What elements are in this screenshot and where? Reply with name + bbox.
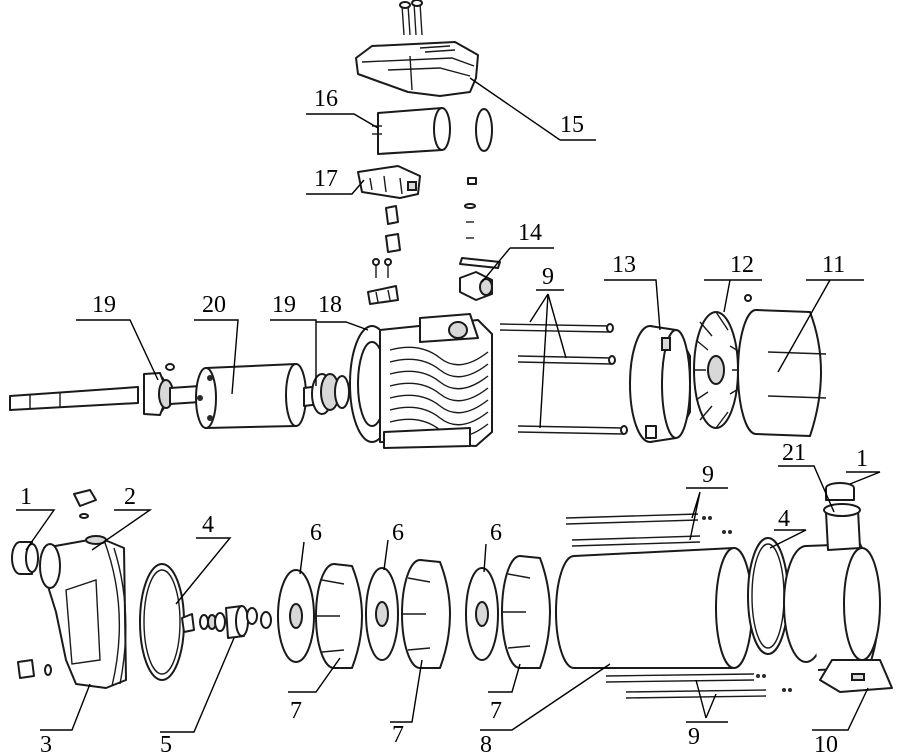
pump-head xyxy=(17,489,127,689)
rear-end-cover xyxy=(629,325,691,443)
motor-housing xyxy=(349,313,493,449)
wiring-clips xyxy=(367,205,401,305)
leader-lines xyxy=(16,77,881,733)
impeller-3 xyxy=(465,567,499,661)
top-screws xyxy=(399,0,423,36)
callout-21: 21 xyxy=(782,440,806,466)
callout-9-upper: 9 xyxy=(542,264,554,290)
o-ring-small xyxy=(475,108,493,152)
callout-labels: 15 16 17 14 9 13 12 11 19 20 19 18 1 2 3… xyxy=(20,86,868,756)
o-ring-left xyxy=(139,563,185,681)
callout-4-left: 4 xyxy=(202,512,214,538)
callout-10: 10 xyxy=(814,732,838,756)
impeller-2 xyxy=(365,567,399,661)
callout-1-left: 1 xyxy=(20,484,32,510)
cooling-fan xyxy=(693,311,744,429)
cable-gland xyxy=(459,177,501,301)
callout-3: 3 xyxy=(40,732,52,756)
callout-17: 17 xyxy=(314,166,338,192)
callout-6-b: 6 xyxy=(392,520,404,546)
tie-rods-upper xyxy=(499,323,628,435)
callout-6-c: 6 xyxy=(490,520,502,546)
callout-19-left: 19 xyxy=(92,292,116,318)
o-ring-right xyxy=(747,537,789,655)
mechanical-seal xyxy=(181,605,272,639)
o-ring-left-inner xyxy=(143,569,181,675)
callout-6-a: 6 xyxy=(310,520,322,546)
diffuser-1 xyxy=(315,563,363,669)
callout-1-right: 1 xyxy=(856,446,868,472)
callout-9-lower: 9 xyxy=(688,724,700,750)
callout-4-right: 4 xyxy=(778,506,790,532)
callout-7-a: 7 xyxy=(290,698,302,724)
callout-5: 5 xyxy=(160,732,172,756)
tie-rods-lower xyxy=(565,513,792,699)
plug-left xyxy=(11,541,39,575)
callout-19-right: 19 xyxy=(272,292,296,318)
rotor-shaft xyxy=(9,363,350,429)
diffuser-2 xyxy=(401,559,451,669)
callout-14: 14 xyxy=(518,220,542,246)
terminal-block xyxy=(357,165,421,199)
callout-13: 13 xyxy=(612,252,636,278)
callout-15: 15 xyxy=(560,112,584,138)
pump-sleeve xyxy=(555,547,753,669)
pump-base xyxy=(783,503,893,693)
plug-right xyxy=(825,482,855,501)
callout-20: 20 xyxy=(202,292,226,318)
callout-16: 16 xyxy=(314,86,338,112)
callout-2: 2 xyxy=(124,484,136,510)
terminal-box-cover xyxy=(355,41,479,97)
fan-cover xyxy=(737,294,827,437)
callout-7-c: 7 xyxy=(490,698,502,724)
callout-12: 12 xyxy=(730,252,754,278)
capacitor xyxy=(372,107,451,155)
callout-11: 11 xyxy=(822,252,845,278)
diffuser-3 xyxy=(501,555,551,669)
callout-8: 8 xyxy=(480,732,492,756)
callout-9-mid: 9 xyxy=(702,462,714,488)
callout-7-b: 7 xyxy=(392,722,404,748)
callout-18: 18 xyxy=(318,292,342,318)
impeller-1 xyxy=(277,569,315,663)
